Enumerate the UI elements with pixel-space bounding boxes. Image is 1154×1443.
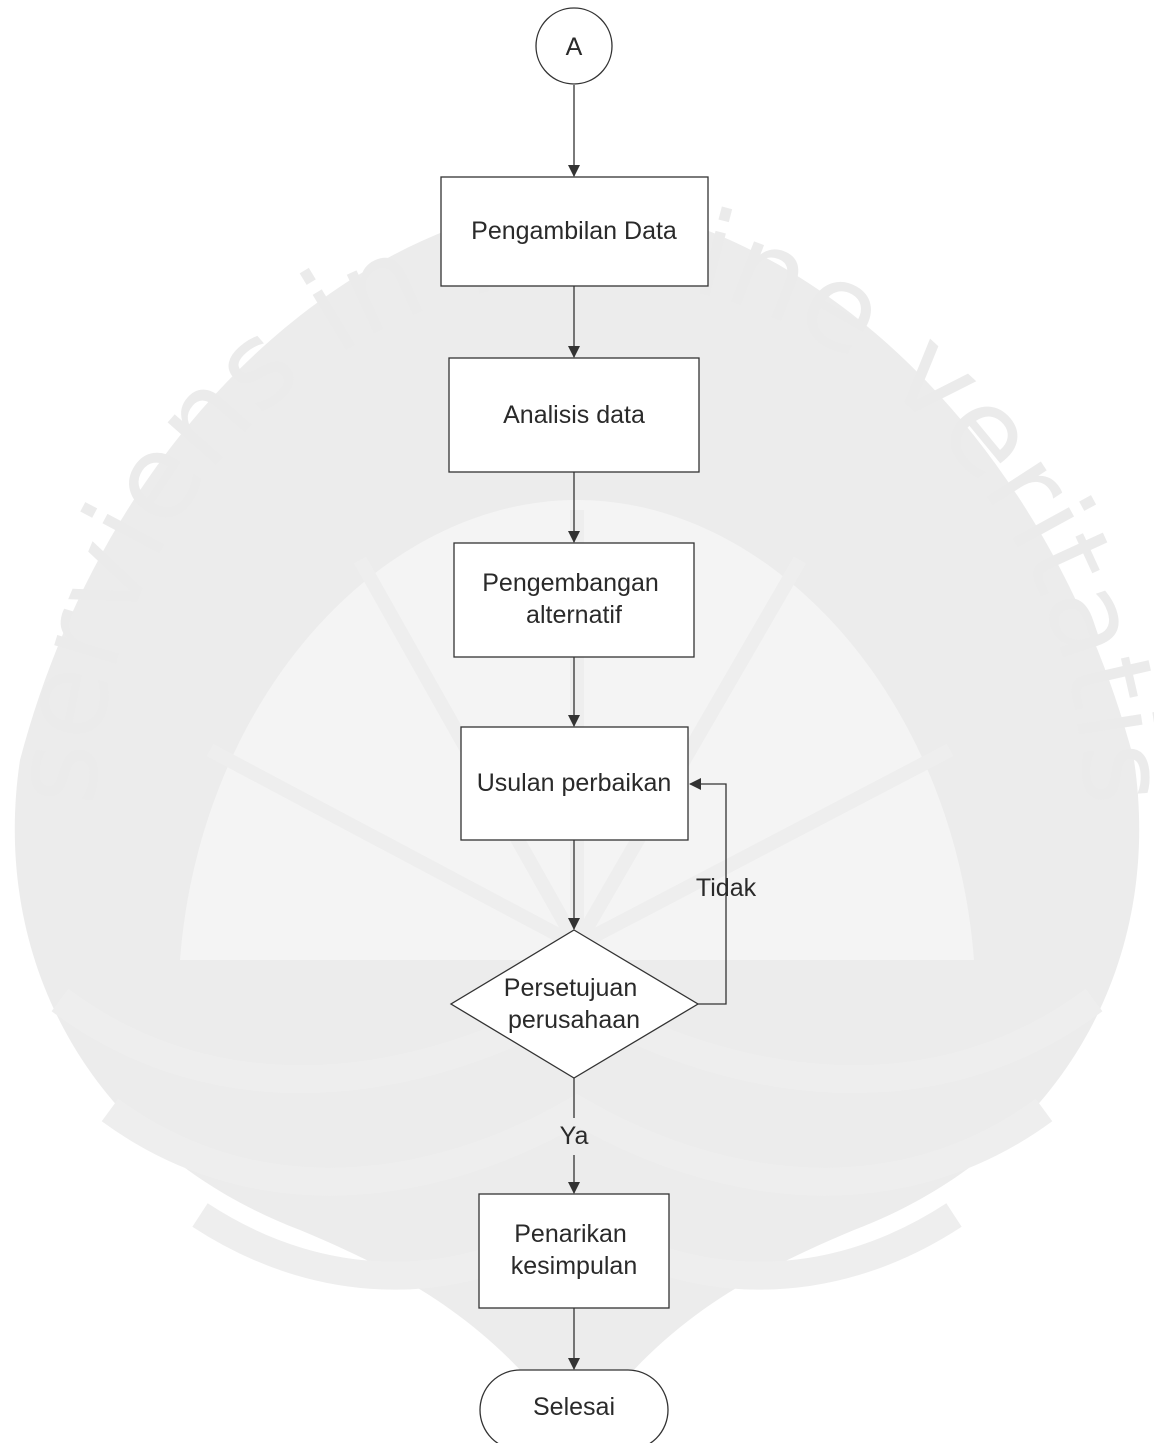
process-alternative-development-box — [453, 542, 695, 658]
start-connector-node: A — [535, 7, 613, 85]
process-conclusion: Penarikan kesimpulan — [478, 1193, 670, 1309]
process-alternative-development-label: Pengembangan alternatif — [482, 569, 666, 629]
start-connector-label: A — [566, 33, 583, 61]
connectors — [568, 85, 727, 1370]
process-conclusion-box — [478, 1193, 670, 1309]
process-conclusion-line-2: kesimpulan — [511, 1252, 637, 1280]
process-alternative-development-line-2: alternatif — [526, 601, 622, 629]
end-terminator-node: Selesai — [479, 1369, 669, 1443]
process-alternative-development: Pengembangan alternatif — [453, 542, 695, 658]
end-terminator-shape — [479, 1369, 669, 1443]
process-conclusion-line-1: Penarikan — [514, 1220, 627, 1248]
process-data-analysis-box — [448, 357, 700, 473]
process-data-analysis: Analisis data — [448, 357, 700, 473]
process-improvement-proposal-box — [460, 726, 689, 841]
process-data-analysis-label: Analisis data — [503, 401, 645, 429]
decision-company-approval: Persetujuan perusahaan — [449, 929, 700, 1079]
edge-label-no: Tidak — [696, 874, 757, 902]
process-data-collection-label: Pengambilan Data — [471, 217, 677, 245]
decision-company-approval-line-2: perusahaan — [508, 1006, 640, 1034]
process-alternative-development-line-1: Pengembangan — [482, 569, 659, 597]
process-data-collection: Pengambilan Data — [440, 176, 709, 287]
decision-company-approval-diamond — [449, 929, 700, 1079]
edge-decision-no-loop — [689, 778, 727, 1005]
process-conclusion-label: Penarikan kesimpulan — [511, 1220, 637, 1280]
end-terminator-label: Selesai — [533, 1393, 615, 1421]
process-improvement-proposal: Usulan perbaikan — [460, 726, 689, 841]
decision-company-approval-label: Persetujuan perusahaan — [504, 974, 644, 1034]
decision-company-approval-line-1: Persetujuan — [504, 974, 637, 1002]
edge-label-yes: Ya — [560, 1122, 589, 1150]
process-data-collection-box — [440, 176, 709, 287]
process-improvement-proposal-label: Usulan perbaikan — [477, 769, 672, 797]
start-connector-circle — [535, 7, 613, 85]
